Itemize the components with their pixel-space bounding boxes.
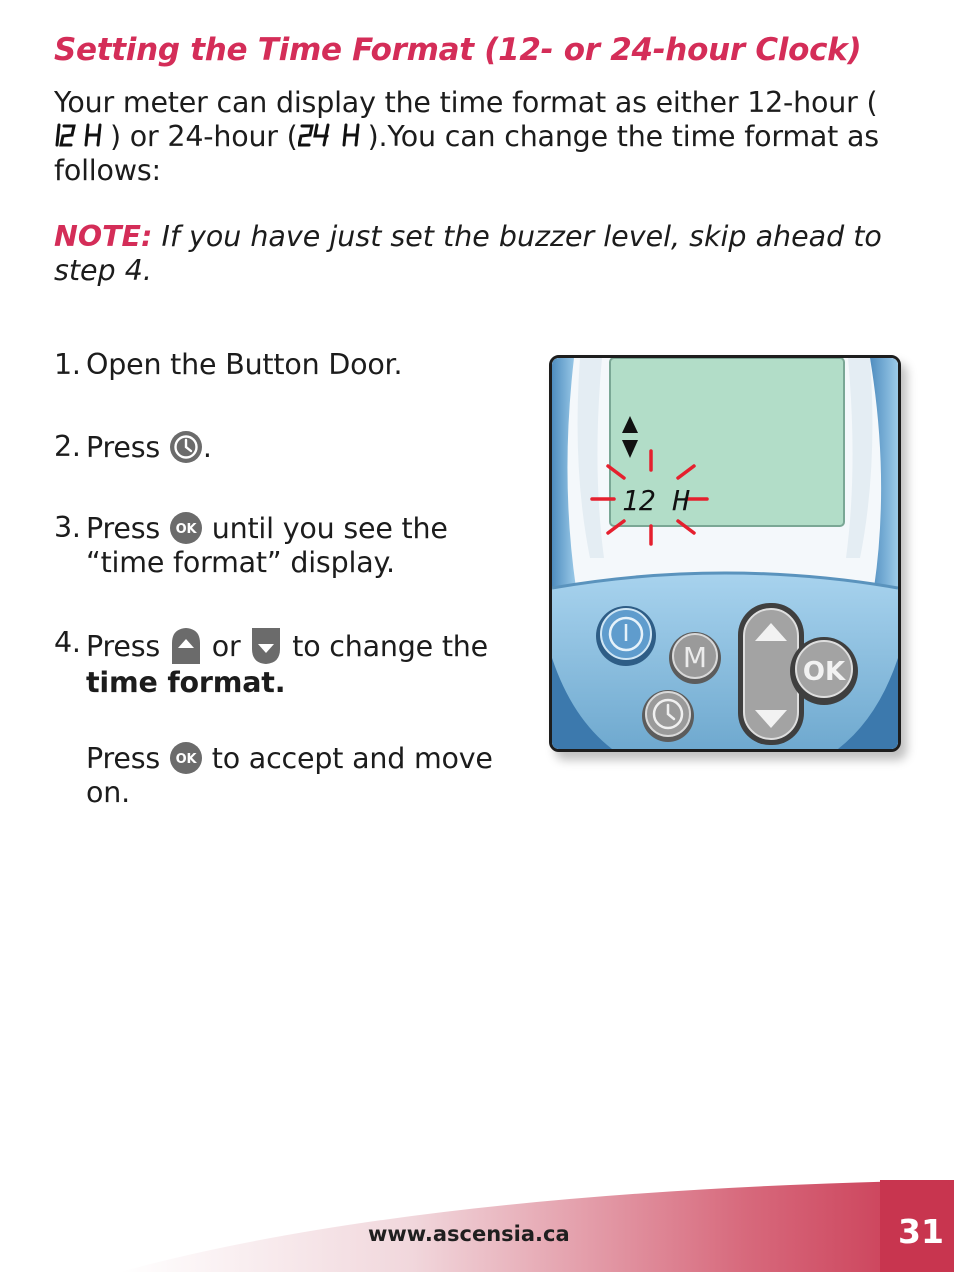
casing-left-side: [552, 358, 576, 618]
step-text: Press: [86, 630, 169, 663]
up-button-icon: [171, 628, 200, 664]
page-number: 31: [898, 1212, 944, 1251]
step-3: 3. Press OK until you see the “time form…: [54, 511, 524, 580]
ok-button-label: OK: [803, 657, 846, 687]
intro-paragraph: Your meter can display the time format a…: [54, 86, 904, 188]
note-text: If you have just set the buzzer level, s…: [54, 220, 882, 287]
step-text-end: to change the: [283, 630, 489, 663]
step-number: 2.: [54, 430, 81, 463]
step-text: Press: [86, 512, 169, 545]
clock-button-icon: [169, 431, 202, 463]
12h-display-icon: [55, 123, 102, 147]
ok-icon-label: OK: [176, 752, 198, 767]
step-number: 1.: [54, 348, 81, 381]
step-text-end: until you see the “time format” display.: [86, 512, 448, 579]
step-4-accept: Press OK to accept and move on.: [54, 741, 524, 810]
down-indicator-icon: [622, 440, 638, 458]
step-4: 4. Press or to change the time format.: [54, 626, 524, 700]
intro-text-3: ).You can change the time format as foll…: [54, 120, 879, 187]
step-text-or: or: [202, 630, 250, 663]
meter-drawing: 12 H M OK: [552, 358, 898, 749]
lcd-display-text: 12 H: [622, 484, 690, 517]
rocker-up-arrow-icon: [755, 623, 787, 641]
step-text: Press: [86, 431, 169, 464]
step-2: 2. Press .: [54, 430, 524, 465]
casing-right-side: [870, 358, 898, 618]
footer-url[interactable]: www.ascensia.ca: [368, 1222, 570, 1246]
intro-text-1: Your meter can display the time format a…: [54, 86, 878, 119]
step-body: Press OK until you see the “time format”…: [86, 511, 524, 580]
down-button-icon: [252, 628, 281, 664]
ok-button-icon: OK: [169, 742, 202, 774]
up-indicator-icon: [622, 416, 638, 433]
step-text-end: to accept and move on.: [86, 742, 493, 809]
step-text: Press: [86, 742, 169, 775]
footer-band: [120, 1180, 954, 1272]
ok-button-icon: OK: [169, 512, 202, 544]
note-paragraph: NOTE: If you have just set the buzzer le…: [54, 220, 914, 288]
meter-illustration: 12 H M OK: [549, 355, 901, 752]
page-heading: Setting the Time Format (12- or 24-hour …: [54, 32, 862, 68]
step-text: Open the Button Door.: [86, 348, 403, 381]
rocker-down-arrow-icon: [755, 710, 787, 728]
m-button-label: M: [683, 641, 707, 674]
24h-display-icon: [297, 123, 360, 147]
step-body: Press .: [86, 430, 524, 465]
step-1: 1. Open the Button Door.: [54, 348, 524, 382]
step-bold-text: time format.: [86, 666, 286, 699]
page-number-block: [880, 1180, 954, 1272]
note-lead: NOTE:: [54, 220, 153, 253]
step-body: Press OK to accept and move on.: [86, 741, 524, 810]
step-number: 4.: [54, 626, 81, 659]
intro-text-2: ) or 24-hour (: [110, 120, 298, 153]
step-body: Press or to change the time format.: [86, 626, 524, 700]
step-number: 3.: [54, 511, 81, 544]
step-text-end: .: [202, 431, 212, 464]
lcd-screen: [609, 358, 845, 527]
ok-icon-label: OK: [176, 522, 198, 537]
flash-rays-icon: [590, 449, 709, 546]
